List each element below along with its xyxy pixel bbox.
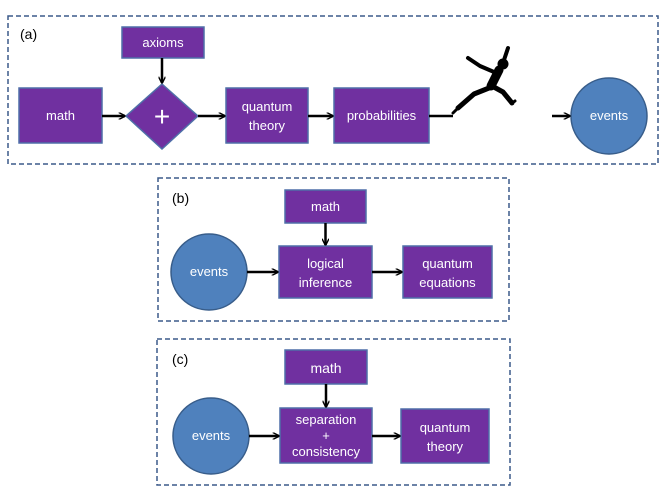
quantum-theory-line1-a: quantum [242, 99, 293, 114]
separation-line2: + [322, 428, 330, 443]
panel-b-border [157, 177, 510, 322]
panel-c-connectors [249, 384, 400, 436]
separation-line3: consistency [292, 444, 360, 459]
separation-line1: separation [296, 412, 357, 427]
math-label-a: math [46, 108, 75, 123]
plus-icon: + [154, 101, 170, 132]
panel-a-connectors [102, 58, 570, 116]
quantum-equations-line1: quantum [422, 256, 473, 271]
math-box-a: math [18, 87, 103, 144]
quantum-theory-box-a: quantum theory [225, 87, 309, 144]
panel-c-border [156, 338, 511, 486]
panel-c-label: (c) [172, 351, 188, 367]
quantum-theory-line2-c: theory [427, 439, 464, 454]
panel-b: (b) math events logical inference quantu… [157, 177, 510, 322]
panel-a: (a) axioms math + quantum theory probabi… [7, 15, 659, 165]
panel-c: (c) math events separation + consistency… [156, 338, 511, 486]
quantum-equations-line2: equations [419, 275, 476, 290]
logical-inference-line1: logical [307, 256, 344, 271]
quantum-theory-box-c: quantum theory [400, 408, 490, 464]
events-label-c: events [192, 428, 231, 443]
probabilities-label: probabilities [347, 108, 417, 123]
logical-inference-box: logical inference [278, 245, 373, 299]
math-box-c: math [284, 349, 368, 385]
events-circle-b: events [170, 233, 248, 311]
events-circle-a: events [570, 77, 648, 155]
separation-consistency-box: separation + consistency [279, 407, 373, 464]
quantum-equations-box: quantum equations [402, 245, 493, 299]
events-label-b: events [190, 264, 229, 279]
leaping-person-icon [451, 46, 517, 115]
panel-a-border [7, 15, 659, 165]
axioms-box: axioms [121, 26, 205, 59]
events-circle-c: events [172, 397, 250, 475]
quantum-theory-line2-a: theory [249, 118, 286, 133]
math-box-b: math [284, 189, 367, 224]
combine-diamond: + [124, 82, 200, 151]
math-label-c: math [310, 360, 341, 376]
panel-a-label: (a) [20, 26, 37, 42]
panel-b-label: (b) [172, 190, 189, 206]
panel-b-connectors [247, 223, 402, 272]
math-label-b: math [311, 199, 340, 214]
logical-inference-line2: inference [299, 275, 352, 290]
quantum-theory-line1-c: quantum [420, 420, 471, 435]
events-label-a: events [590, 108, 629, 123]
axioms-label: axioms [142, 35, 184, 50]
probabilities-box: probabilities [333, 87, 430, 144]
